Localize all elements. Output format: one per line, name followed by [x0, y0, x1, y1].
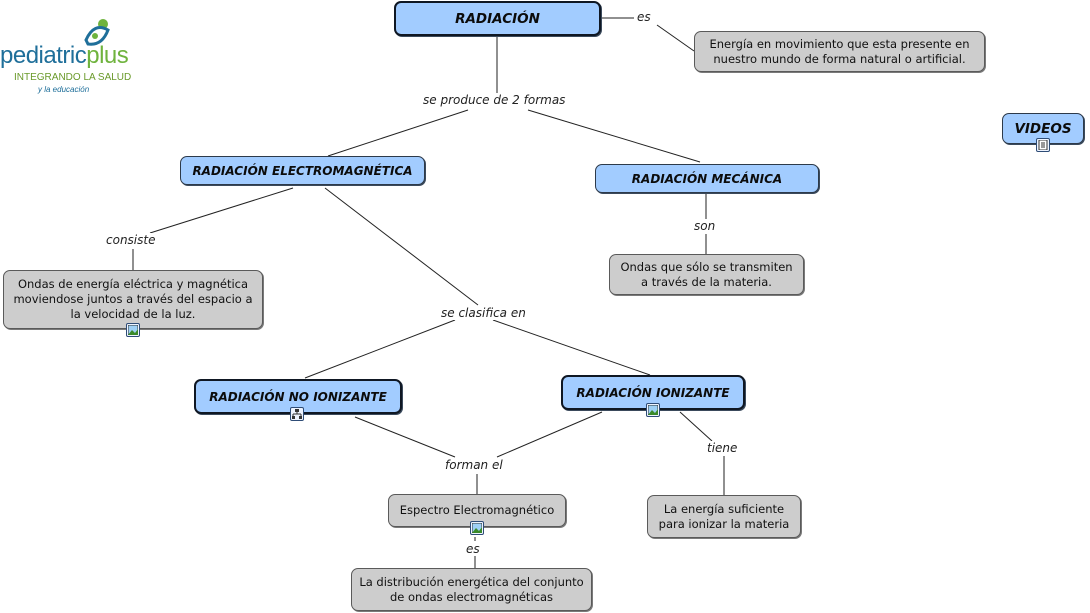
- link-label-son: son: [692, 219, 718, 233]
- logo-wordmark: pediatricplus: [0, 42, 129, 70]
- link-label-forman-el: forman el: [443, 458, 505, 472]
- pediatricplus-logo: pediatricplus INTEGRANDO LA SALUD y la e…: [0, 18, 140, 98]
- link-label-se-clasifica: se clasifica en: [439, 306, 528, 320]
- logo-mark-icon: [84, 19, 110, 46]
- note-energia-en-movimiento[interactable]: Energía en movimiento que esta presente …: [694, 31, 985, 72]
- logo-tagline: INTEGRANDO LA SALUD: [14, 72, 132, 83]
- concept-radiacion[interactable]: RADIACIÓN: [394, 1, 601, 36]
- image-icon[interactable]: [470, 521, 484, 535]
- note-energia-suficiente[interactable]: La energía suficiente para ionizar la ma…: [647, 495, 801, 538]
- concept-radiacion-mecanica[interactable]: RADIACIÓN MECÁNICA: [595, 164, 819, 193]
- concept-radiacion-electromagnetica[interactable]: RADIACIÓN ELECTROMAGNÉTICA: [180, 156, 425, 185]
- concept-map-icon[interactable]: [290, 407, 304, 421]
- note-ondas-materia[interactable]: Ondas que sólo se transmiten a través de…: [609, 254, 804, 295]
- logo-brand-secondary: plus: [86, 42, 129, 69]
- link-label-consiste: consiste: [104, 233, 158, 247]
- document-icon[interactable]: [1036, 138, 1050, 152]
- logo-brand-primary: pediatric: [0, 42, 87, 69]
- image-icon[interactable]: [126, 323, 140, 337]
- logo-subtagline: y la educación: [38, 85, 90, 94]
- link-label-se-produce: se produce de 2 formas: [421, 93, 568, 107]
- link-label-es-bottom: es: [464, 542, 482, 556]
- link-label-es: es: [635, 10, 653, 24]
- link-label-tiene: tiene: [705, 441, 740, 455]
- note-ondas-electromagneticas[interactable]: Ondas de energía eléctrica y magnética m…: [3, 270, 263, 329]
- image-icon[interactable]: [646, 403, 660, 417]
- note-distribucion-energetica[interactable]: La distribución energética del conjunto …: [351, 568, 592, 611]
